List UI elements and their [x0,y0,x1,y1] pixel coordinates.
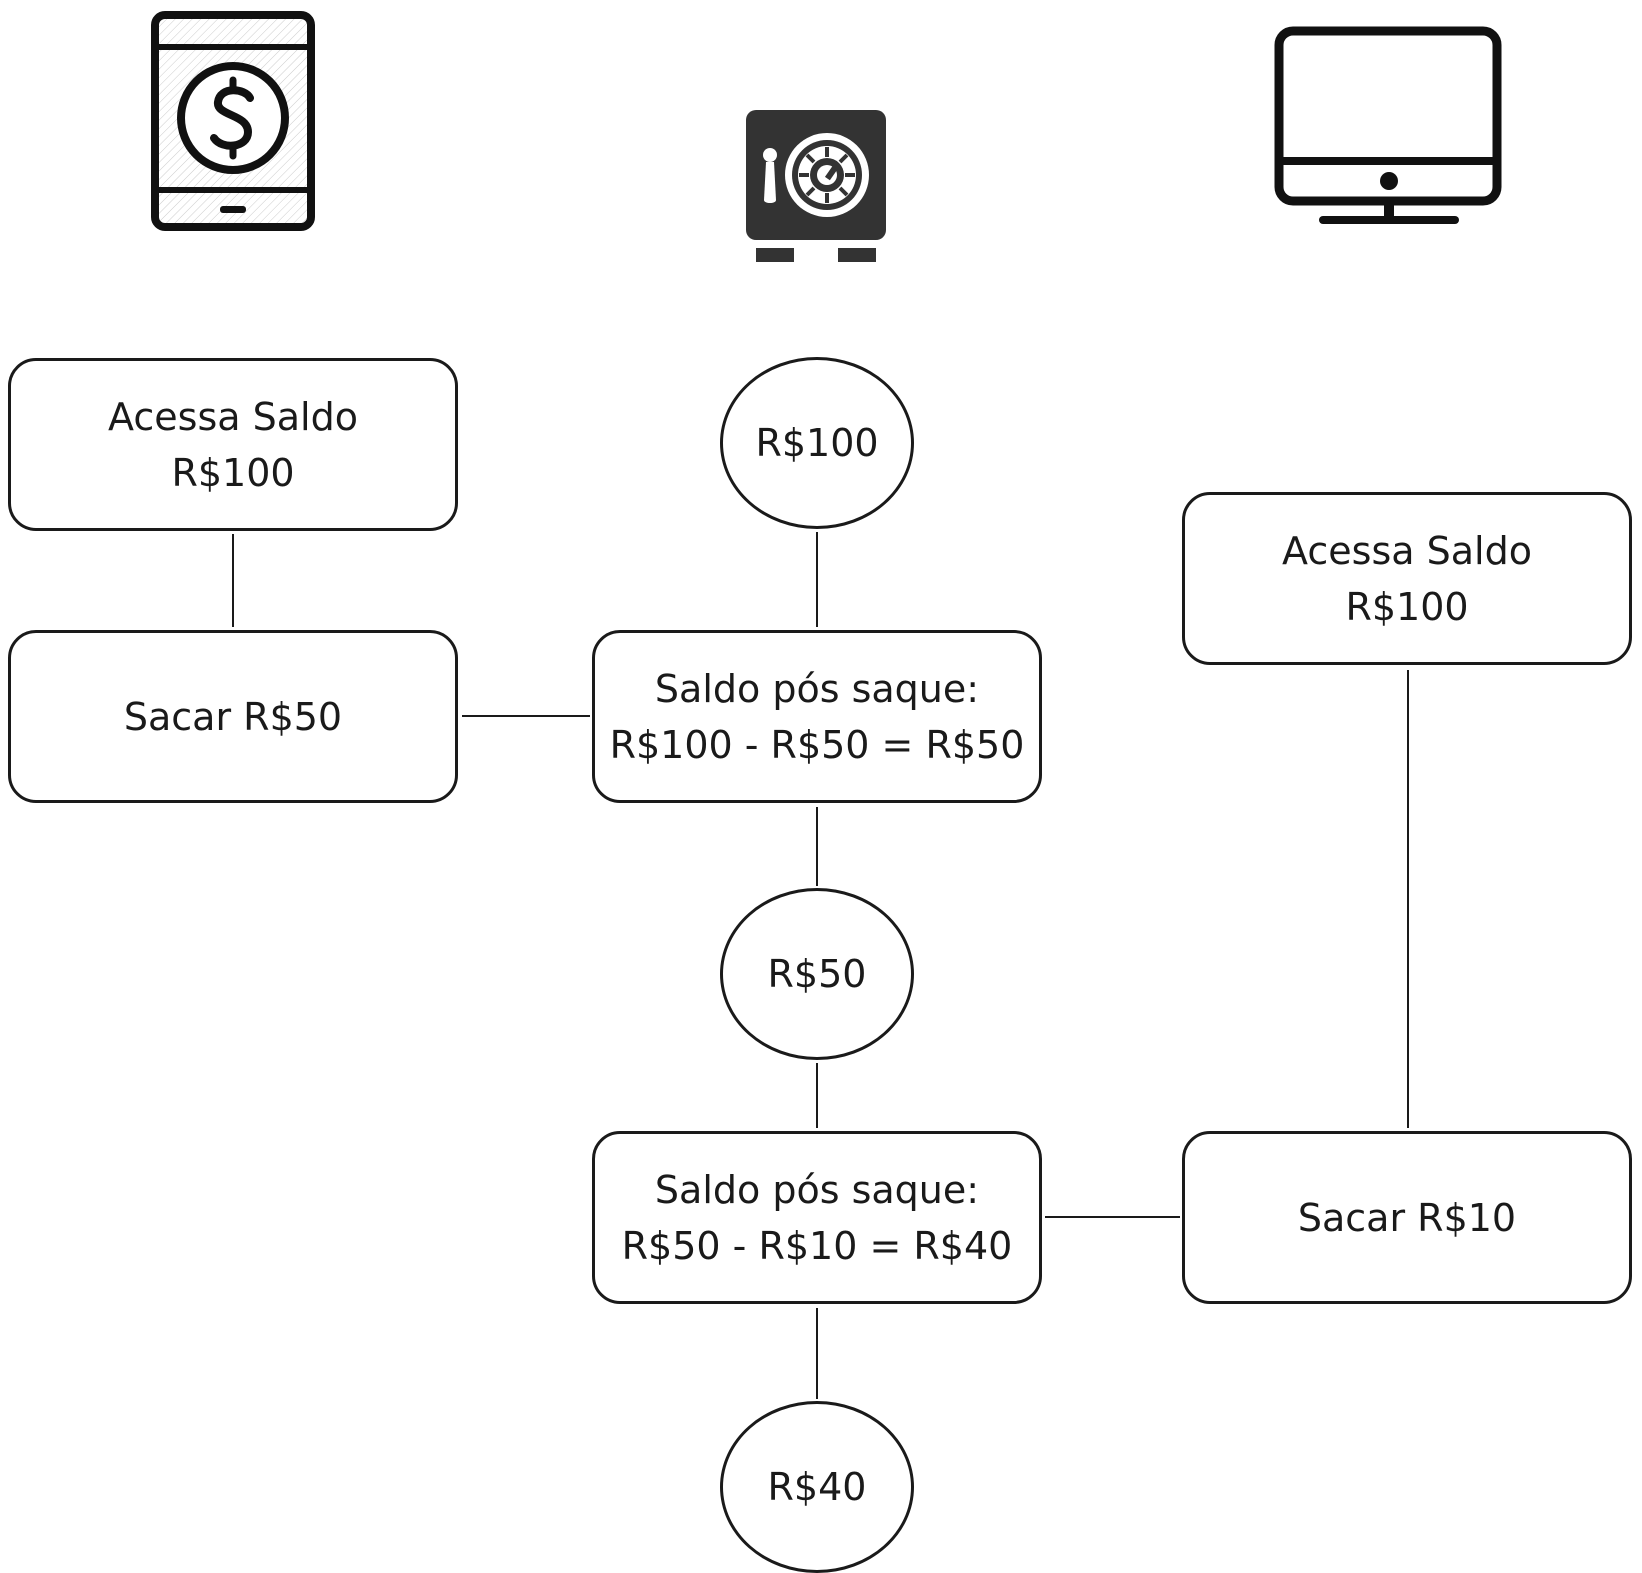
first-result-calc: R$100 - R$50 = R$50 [609,722,1025,767]
right-access-balance-box: Acessa Saldo R$100 [1182,492,1632,665]
balance-end-node: R$40 [720,1401,914,1573]
balance-start-node: R$100 [720,357,914,529]
left-withdraw-label: Sacar R$50 [123,694,343,739]
safe-icon [746,110,886,262]
balance-mid-node: R$50 [720,888,914,1060]
balance-start-value: R$100 [755,421,879,465]
first-result-title: Saldo pós saque: [654,666,980,711]
second-result-title: Saldo pós saque: [654,1167,980,1212]
right-withdraw-label: Sacar R$10 [1297,1195,1517,1240]
right-access-title: Acessa Saldo [1282,528,1532,573]
right-withdraw-box: Sacar R$10 [1182,1131,1632,1304]
right-access-amount: R$100 [1345,584,1469,629]
left-access-balance-box: Acessa Saldo R$100 [8,358,458,531]
balance-end-value: R$40 [767,1465,867,1509]
mobile-payment-icon [151,11,315,231]
left-access-amount: R$100 [171,450,295,495]
second-withdrawal-result-box: Saldo pós saque: R$50 - R$10 = R$40 [592,1131,1042,1304]
balance-mid-value: R$50 [767,952,867,996]
first-withdrawal-result-box: Saldo pós saque: R$100 - R$50 = R$50 [592,630,1042,803]
left-access-title: Acessa Saldo [108,394,358,439]
left-withdraw-box: Sacar R$50 [8,630,458,803]
desktop-monitor-icon [1274,26,1502,224]
second-result-calc: R$50 - R$10 = R$40 [621,1223,1013,1268]
